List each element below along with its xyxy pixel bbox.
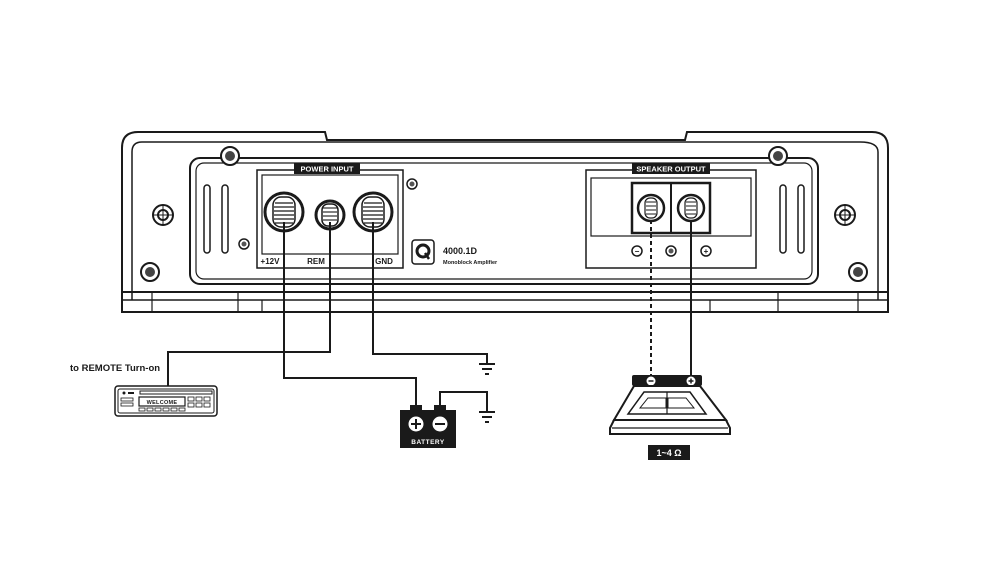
speaker-output-label: SPEAKER OUTPUT — [636, 165, 706, 174]
terminal-12v-label: +12V — [261, 257, 281, 266]
wires — [167, 220, 692, 412]
power-input-label-box — [294, 163, 360, 174]
speaker-plus-marker: + — [700, 245, 712, 257]
amplifier — [121, 131, 889, 313]
amplifier-chassis — [121, 131, 889, 313]
screw-bottom-right — [848, 262, 868, 282]
head-unit-display: WELCOME — [147, 400, 178, 406]
battery-icon: BATTERY — [400, 405, 456, 448]
terminal-gnd-label: GND — [375, 257, 393, 266]
vent-slots — [203, 184, 805, 254]
mount-hole-right — [834, 204, 856, 226]
car-stereo-icon: WELCOME — [114, 385, 218, 417]
impedance-badge — [648, 445, 690, 460]
model-subtitle: Monoblock Amplifier — [443, 260, 498, 266]
speaker-minus-marker: − — [631, 245, 643, 257]
remote-label: to REMOTE Turn-on — [70, 363, 160, 374]
face-plate-inner — [195, 162, 813, 280]
screw-top-right — [768, 146, 788, 166]
wire-battery-ground — [439, 391, 488, 412]
speaker-output-inner-frame — [590, 177, 752, 237]
speaker-terminal-negative[interactable] — [636, 193, 666, 223]
ground-icon — [479, 363, 495, 375]
speaker-output-label-box — [632, 163, 710, 174]
screw-small-left — [238, 238, 250, 250]
speaker-terminal-positive[interactable] — [676, 193, 706, 223]
wire-remote — [167, 222, 331, 386]
speaker-output-block: SPEAKER OUTPUT − + — [585, 163, 757, 269]
ground-icon — [479, 411, 495, 423]
wire-12v-battery — [283, 222, 417, 408]
speaker-minus-symbol: − — [635, 247, 640, 256]
impedance-label: 1~4 Ω — [657, 448, 682, 458]
chassis-inner-frame — [131, 141, 879, 300]
battery-label: BATTERY — [411, 439, 445, 446]
model-name: 4000.1D — [443, 246, 478, 256]
screw-top-left — [220, 146, 240, 166]
power-input-label: POWER INPUT — [301, 165, 354, 174]
speaker-icon — [609, 375, 731, 435]
screw-bottom-left — [140, 262, 160, 282]
terminal-gnd[interactable] — [352, 191, 394, 233]
wire-gnd — [372, 222, 488, 364]
base-rail-ticks — [151, 292, 859, 312]
screws — [140, 146, 868, 282]
power-input-block: POWER INPUT +12V REM GND — [256, 163, 404, 269]
face-plate — [189, 157, 819, 285]
q-logo-icon — [411, 239, 435, 265]
terminal-rem-label: REM — [307, 257, 325, 266]
speaker-plus-symbol: + — [704, 247, 709, 256]
screw-small-right — [406, 178, 418, 190]
mount-hole-left — [152, 204, 174, 226]
terminal-12v[interactable] — [263, 191, 305, 233]
speaker-center-screw — [665, 245, 677, 257]
